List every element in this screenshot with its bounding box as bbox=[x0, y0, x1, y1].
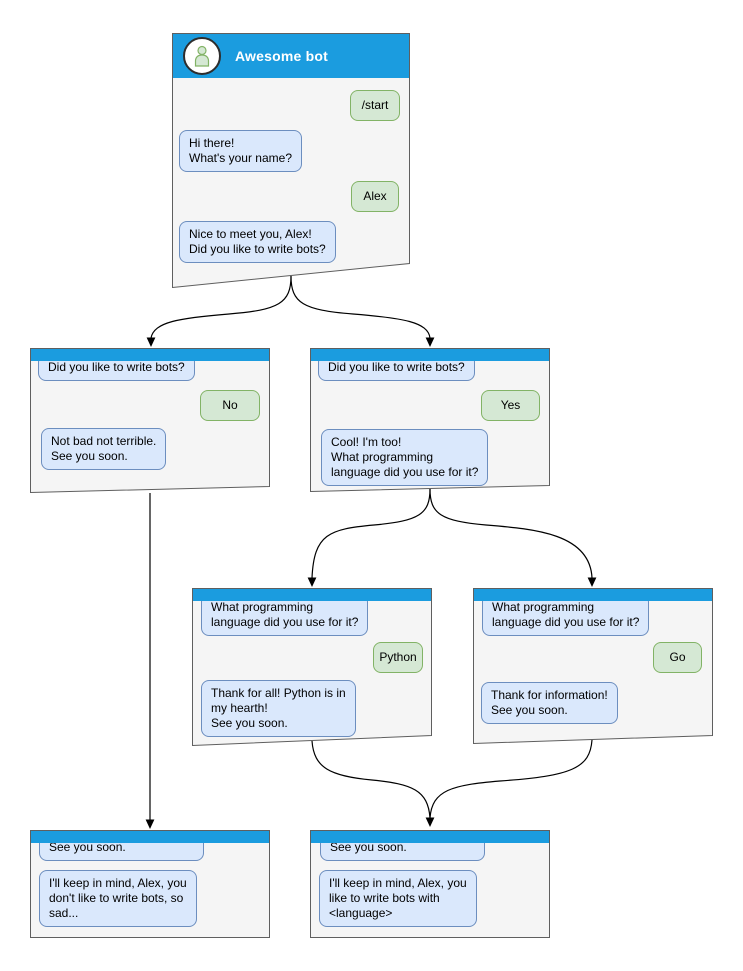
user-message-bubble: /start bbox=[350, 90, 400, 121]
window-title: Awesome bot bbox=[235, 48, 328, 64]
chat-window-branch-no: Did you like to write bots? No Not bad n… bbox=[30, 348, 270, 493]
user-message-bubble: Go bbox=[653, 642, 702, 673]
bot-message-bubble: Thank for information! See you soon. bbox=[481, 682, 618, 724]
user-message-bubble: Alex bbox=[351, 181, 399, 212]
chat-window-branch-yes: Did you like to write bots? Yes Cool! I'… bbox=[310, 348, 550, 492]
window-header bbox=[31, 831, 269, 843]
window-header bbox=[31, 349, 269, 361]
bot-avatar bbox=[183, 37, 221, 75]
bot-message-bubble: Thank for all! Python is in my hearth! S… bbox=[201, 680, 356, 737]
window-header: Awesome bot bbox=[173, 34, 409, 78]
bot-message-bubble: Did you like to write bots? bbox=[318, 354, 475, 381]
user-message-bubble: Python bbox=[373, 642, 423, 673]
chat-window-lang-python: What programming language did you use fo… bbox=[192, 588, 432, 746]
window-header bbox=[311, 831, 549, 843]
edge-branch-yes-to-lang-go bbox=[429, 488, 597, 587]
chat-window-start: Awesome bot /start Hi there! What's your… bbox=[172, 33, 410, 288]
edge-lang-go-to-end-yes bbox=[429, 739, 593, 819]
user-message-bubble: No bbox=[200, 390, 260, 421]
bot-message-bubble: What programming language did you use fo… bbox=[482, 594, 650, 636]
user-message-bubble: Yes bbox=[481, 390, 540, 421]
bot-message-bubble: Not bad not terrible. See you soon. bbox=[41, 428, 167, 470]
bot-message-bubble: Hi there! What's your name? bbox=[179, 130, 303, 172]
chat-window-end-yes: See you soon. I'll keep in mind, Alex, y… bbox=[310, 830, 550, 938]
bot-message-bubble: I'll keep in mind, Alex, you like to wri… bbox=[319, 870, 477, 927]
bot-message-bubble: Nice to meet you, Alex! Did you like to … bbox=[179, 221, 336, 263]
edge-branch-yes-to-lang-python bbox=[307, 488, 431, 587]
window-header bbox=[474, 589, 712, 601]
chat-window-end-no: See you soon. I'll keep in mind, Alex, y… bbox=[30, 830, 270, 938]
bot-message-bubble: Cool! I'm too! What programming language… bbox=[321, 429, 489, 486]
bot-message-bubble: I'll keep in mind, Alex, you don't like … bbox=[39, 870, 197, 927]
edge-branch-no-to-end-no bbox=[145, 493, 155, 829]
edge-lang-python-to-end-yes bbox=[311, 740, 435, 827]
person-icon bbox=[194, 45, 210, 67]
window-header bbox=[311, 349, 549, 361]
chat-window-lang-go: What programming language did you use fo… bbox=[473, 588, 713, 744]
bot-message-bubble: What programming language did you use fo… bbox=[201, 594, 369, 636]
window-header bbox=[193, 589, 431, 601]
